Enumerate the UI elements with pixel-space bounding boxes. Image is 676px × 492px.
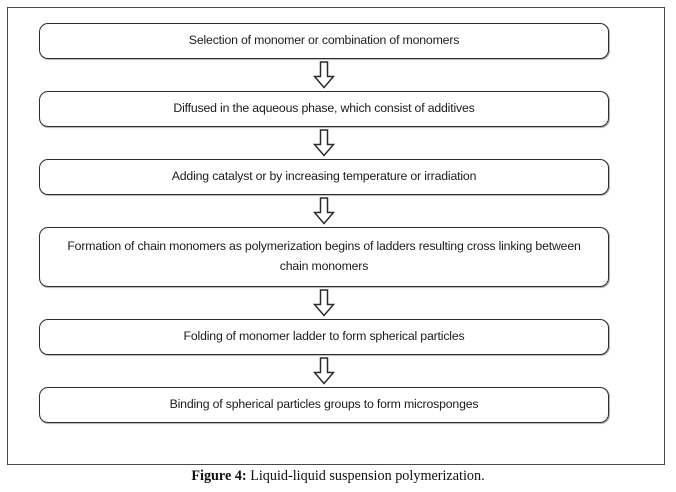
- flow-step-5: Folding of monomer ladder to form spheri…: [39, 319, 609, 355]
- flow-step-1-label: Selection of monomer or combination of m…: [188, 33, 460, 48]
- down-arrow-icon-1: [310, 60, 338, 90]
- flow-step-2: Diffused in the aqueous phase, which con…: [39, 91, 609, 127]
- flow-step-6-label: Binding of spherical particles groups to…: [169, 397, 479, 412]
- flow-step-4: Formation of chain monomers as polymeriz…: [39, 227, 609, 287]
- flow-step-2-label: Diffused in the aqueous phase, which con…: [173, 101, 475, 116]
- flowchart: Selection of monomer or combination of m…: [39, 23, 609, 423]
- down-arrow-icon-4: [310, 288, 338, 318]
- down-arrow-icon-5: [310, 356, 338, 386]
- flow-step-5-label: Folding of monomer ladder to form spheri…: [183, 329, 465, 344]
- flow-step-3-label: Adding catalyst or by increasing tempera…: [171, 169, 477, 184]
- flow-step-3: Adding catalyst or by increasing tempera…: [39, 159, 609, 195]
- figure-caption: Figure 4: Liquid-liquid suspension polym…: [0, 468, 676, 485]
- flow-step-6: Binding of spherical particles groups to…: [39, 387, 609, 423]
- figure-caption-text: Liquid-liquid suspension polymerization.: [246, 468, 485, 484]
- figure-caption-label: Figure 4:: [191, 468, 247, 484]
- down-arrow-icon-2: [310, 128, 338, 158]
- flow-step-1: Selection of monomer or combination of m…: [39, 23, 609, 59]
- down-arrow-icon-3: [310, 196, 338, 226]
- flow-step-4-label: Formation of chain monomers as polymeriz…: [67, 239, 581, 273]
